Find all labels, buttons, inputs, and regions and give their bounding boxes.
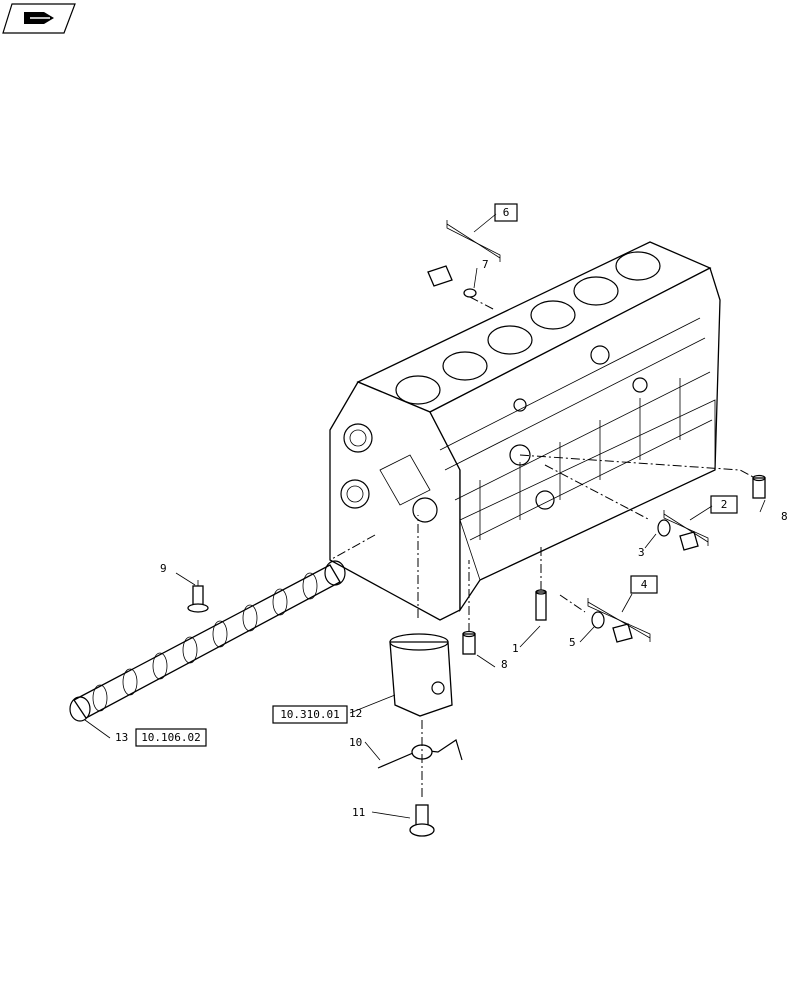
bolt-item-1[interactable] <box>535 589 547 621</box>
callout-7[interactable]: 7 <box>482 258 489 271</box>
callout-3[interactable]: 3 <box>638 546 645 559</box>
bracket-assembly-6 <box>446 213 501 262</box>
callout-5[interactable]: 5 <box>569 636 576 649</box>
ring-plug-item-5[interactable] <box>591 611 633 643</box>
assembly-label-6[interactable]: 6 <box>494 203 518 222</box>
callout-1[interactable]: 1 <box>512 642 519 655</box>
assembly-label-4[interactable]: 4 <box>630 575 658 594</box>
svg-text:4: 4 <box>641 578 648 591</box>
camshaft[interactable] <box>69 560 346 722</box>
reference-label-10-310-01[interactable]: 10.310.01 <box>272 705 348 724</box>
ring-plug-item-3[interactable] <box>657 519 699 551</box>
callout-12[interactable]: 12 <box>349 707 362 720</box>
sleeve-item-8-right[interactable] <box>752 474 766 499</box>
callout-13[interactable]: 13 <box>115 731 128 744</box>
plug-item-7[interactable] <box>427 265 477 298</box>
cylinder-block[interactable] <box>329 241 721 621</box>
sleeve-item-8-left[interactable] <box>462 630 476 655</box>
svg-text:10.310.01: 10.310.01 <box>280 708 340 721</box>
reference-label-10-106-02[interactable]: 10.106.02 <box>135 728 207 747</box>
callout-9[interactable]: 9 <box>160 562 167 575</box>
leader-lines <box>84 267 766 819</box>
callout-11[interactable]: 11 <box>352 806 365 819</box>
nav-back-icon[interactable] <box>2 3 76 34</box>
svg-text:6: 6 <box>503 206 510 219</box>
bracket-assembly-2 <box>663 505 713 546</box>
nozzle-item-10[interactable] <box>377 739 463 769</box>
callout-8-right[interactable]: 8 <box>781 510 788 523</box>
callout-10[interactable]: 10 <box>349 736 362 749</box>
callout-8-left[interactable]: 8 <box>501 658 508 671</box>
pin-item-9[interactable] <box>187 585 209 613</box>
assembly-label-2[interactable]: 2 <box>710 495 738 514</box>
piston-item-12[interactable] <box>389 633 453 717</box>
svg-text:10.106.02: 10.106.02 <box>141 731 201 744</box>
bracket-assembly-4 <box>587 593 651 642</box>
bolt-item-11[interactable] <box>409 804 435 837</box>
svg-text:2: 2 <box>721 498 728 511</box>
